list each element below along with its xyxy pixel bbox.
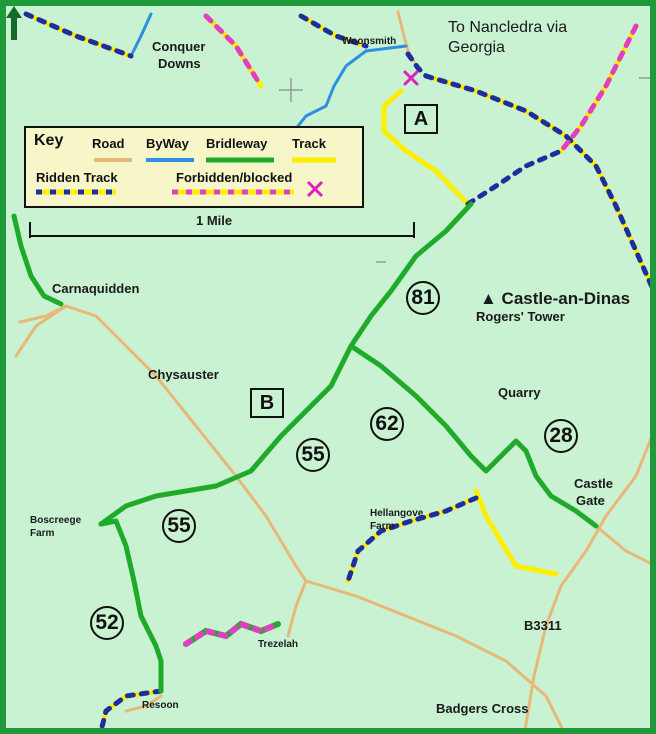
track-top-right-a (423, 73, 650, 289)
place-carnaquidden: Carnaquidden (52, 281, 140, 296)
bridleway-81-55 (98, 201, 474, 527)
point-a-marker[interactable]: A (404, 104, 438, 134)
key-byway-label: ByWay (146, 136, 189, 151)
place-boscreege-2: Farm (30, 528, 55, 539)
bridleway-62 (348, 343, 599, 529)
map-lines (11, 10, 650, 728)
place-hellangove-2: Farm (370, 521, 395, 532)
place-conquer-1: Conquer (152, 39, 206, 54)
point-b-marker[interactable]: B (250, 388, 284, 418)
key-bridleway-label: Bridleway (206, 136, 268, 151)
key-track-label: Track (292, 136, 326, 151)
direction-line2: Georgia (448, 39, 505, 56)
byway-woonsmith (296, 44, 408, 128)
place-castle-gate-1: Castle (574, 476, 614, 491)
map-key: Key Road ByWay Bridleway Track Ridden Tr… (24, 126, 364, 208)
road-badgers (304, 579, 564, 728)
route-62[interactable]: 62 (370, 407, 404, 441)
place-b3311: B3311 (524, 618, 562, 633)
road-b3311 (523, 436, 650, 728)
key-forbidden-label: Forbidden/blocked (176, 170, 293, 185)
key-title: Key (34, 132, 64, 149)
place-trezelah: Trezelah (258, 639, 299, 650)
scale-label: 1 Mile (196, 213, 233, 228)
byway-conquer (129, 12, 153, 58)
track-hellangove (473, 488, 559, 577)
place-boscreege-1: Boscreege (30, 515, 82, 526)
place-resoon: Resoon (142, 700, 179, 711)
north-arrow-icon (6, 6, 22, 40)
scale-bar: 1 Mile (28, 208, 416, 238)
place-castle-an-dinas: ▲ Castle-an-Dinas (480, 289, 631, 308)
place-quarry: Quarry (498, 385, 541, 400)
road-carnaquidden-west (18, 304, 68, 324)
key-ridden-label: Ridden Track (36, 170, 118, 185)
route-28[interactable]: 28 (544, 419, 578, 453)
place-rogers-tower: Rogers' Tower (476, 309, 565, 324)
key-road-label: Road (92, 136, 125, 151)
route-55-lower[interactable]: 55 (162, 509, 196, 543)
place-hellangove-1: Hellangove (370, 508, 424, 519)
place-chysauster: Chysauster (148, 367, 219, 382)
place-woonsmith: Woonsmith (342, 36, 397, 47)
road-resoon (124, 694, 163, 713)
route-52[interactable]: 52 (90, 606, 124, 640)
route-55-upper[interactable]: 55 (296, 438, 330, 472)
bridleway-carnaquidden (11, 213, 64, 307)
road-trezelah (286, 579, 308, 638)
road-chysauster (14, 304, 308, 583)
track-a-loop (381, 88, 471, 207)
road-castle-gate-east (594, 524, 650, 565)
ridden-dotted-a (465, 148, 564, 207)
bridleway-52 (98, 518, 164, 694)
place-castle-gate-2: Gate (576, 493, 605, 508)
direction-line1: To Nancledra via (448, 19, 568, 36)
place-badgers-cross: Badgers Cross (436, 701, 529, 716)
blocked-cross (403, 70, 419, 86)
key-swatches (36, 157, 336, 198)
place-conquer-2: Downs (158, 56, 201, 71)
route-81[interactable]: 81 (406, 281, 440, 315)
